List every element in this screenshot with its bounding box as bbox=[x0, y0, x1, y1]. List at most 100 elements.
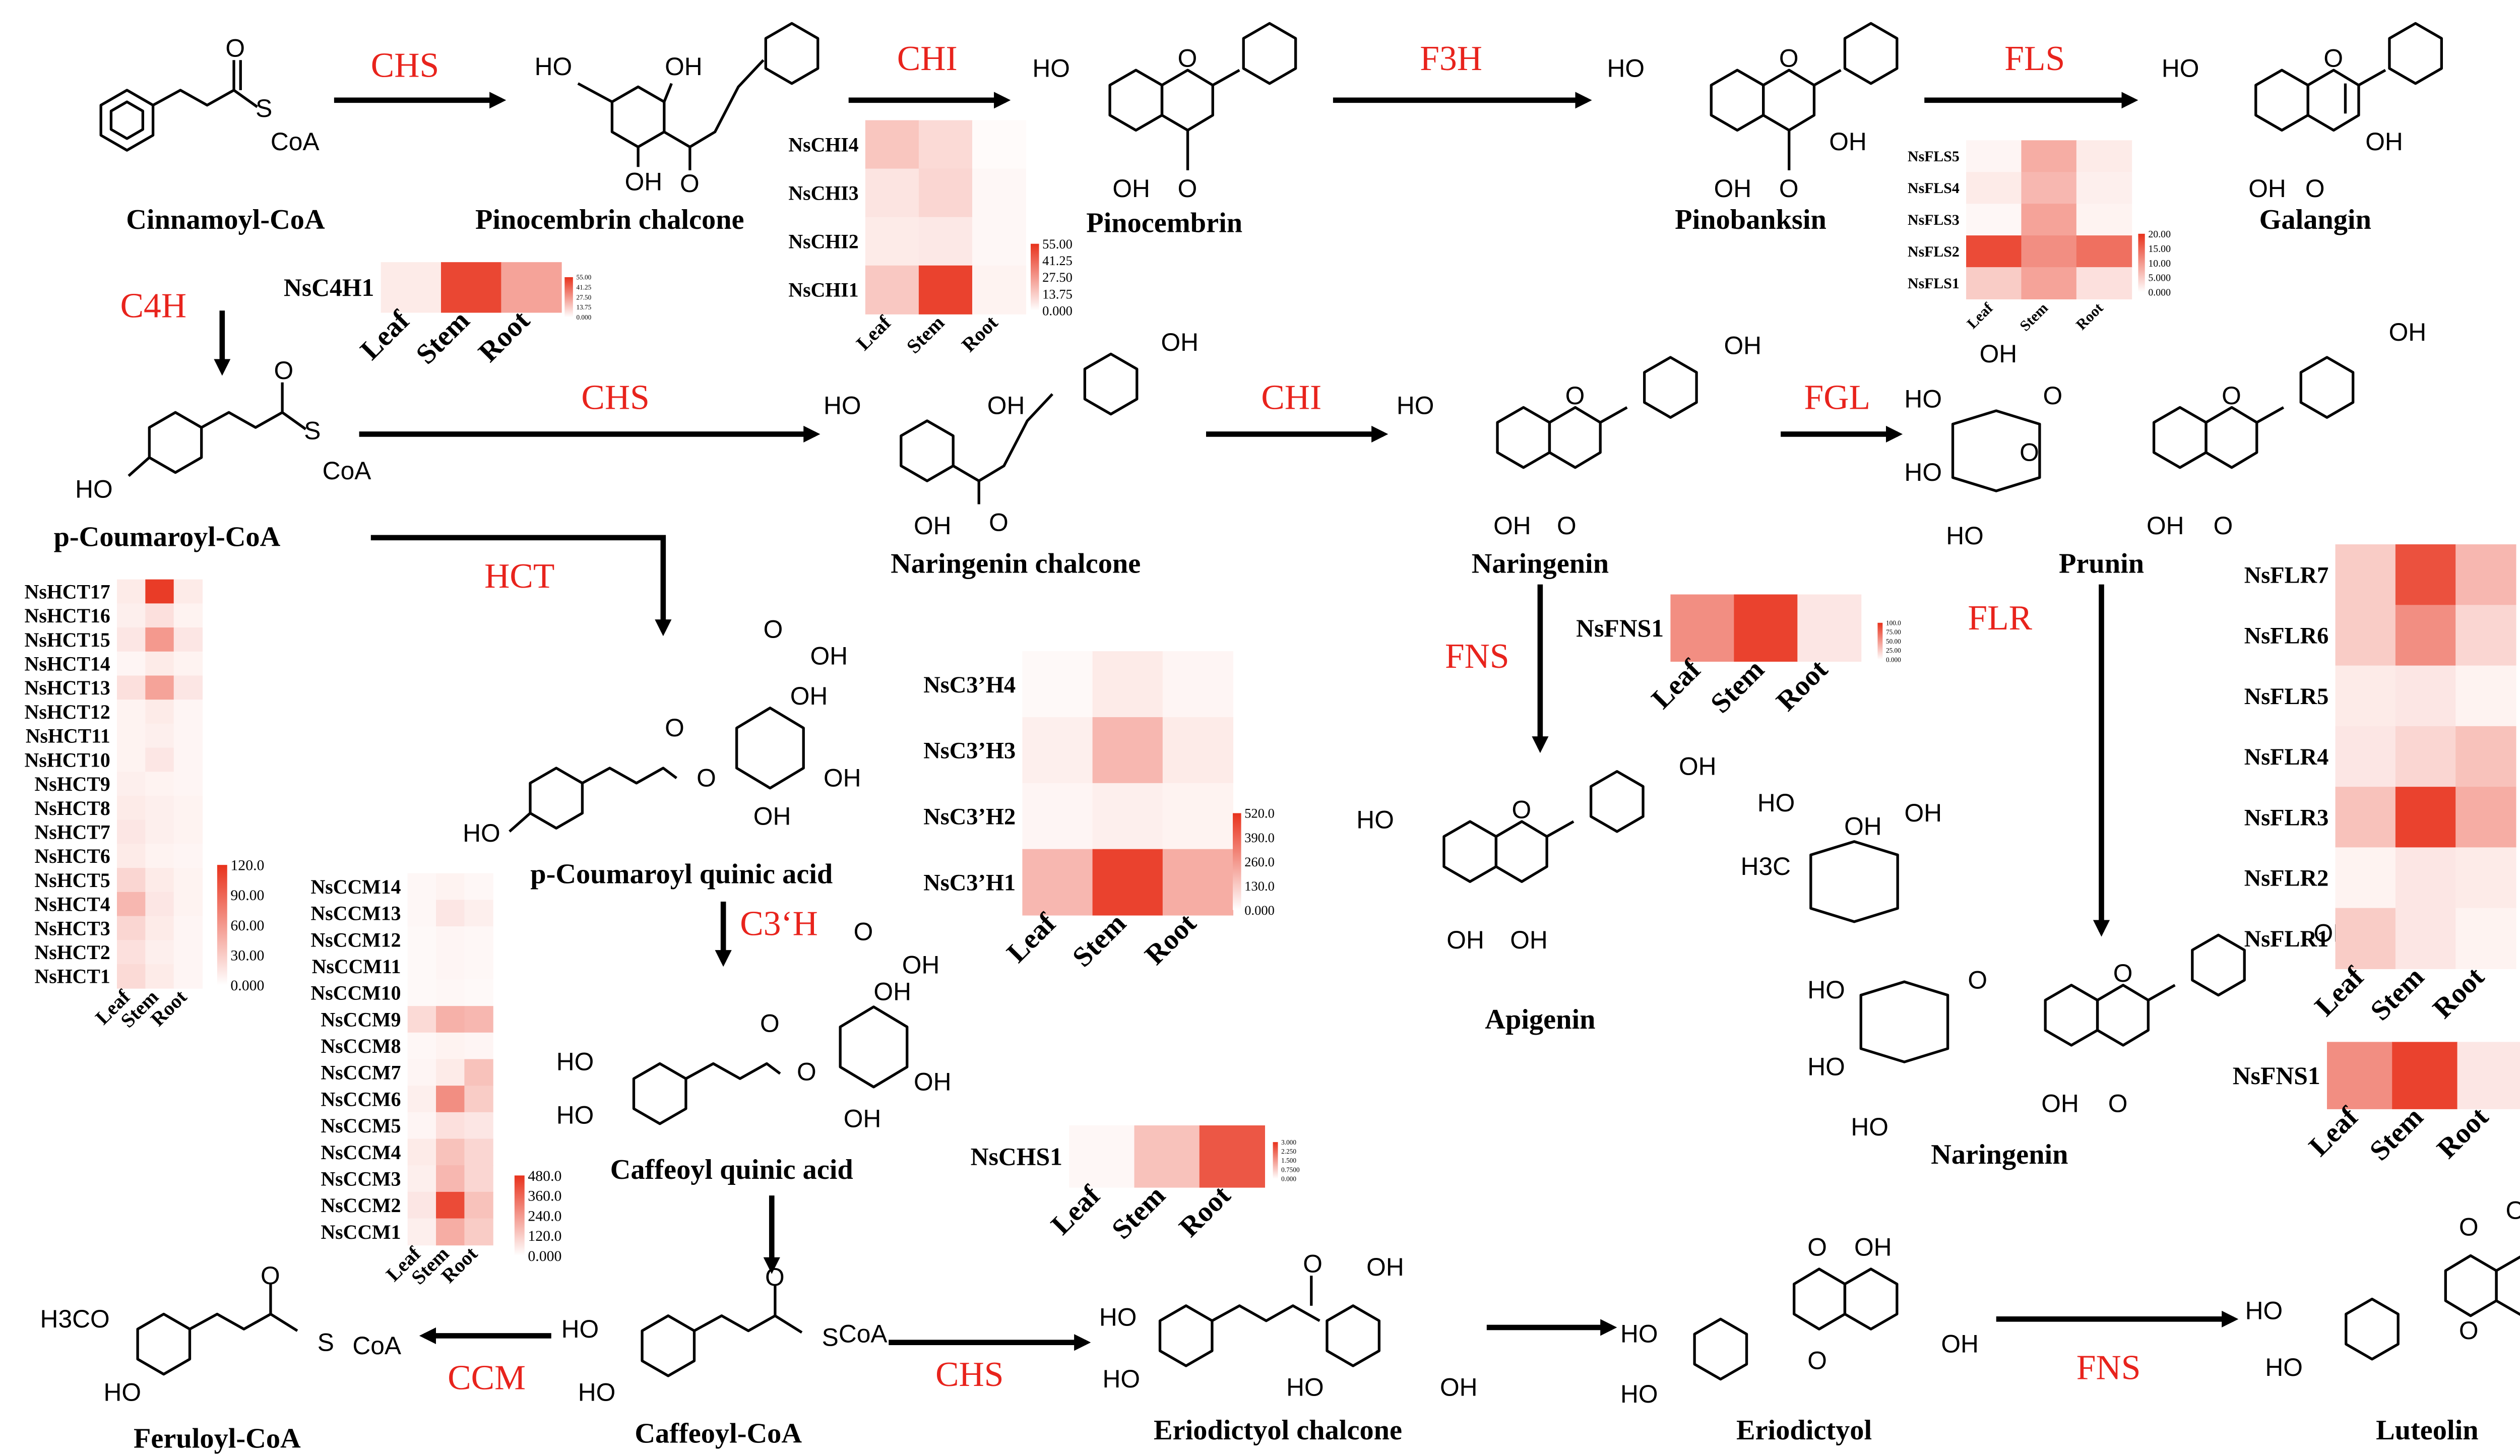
heatmap-cell bbox=[2335, 544, 2396, 606]
gene-label: NsHCT16 bbox=[25, 605, 110, 627]
enzyme-label-chs: CHS bbox=[371, 46, 439, 85]
heatmap-cell bbox=[173, 892, 203, 917]
structure-p-coumaroyl-coa: HO O S CoA bbox=[75, 356, 371, 503]
gene-label: NsHCT17 bbox=[25, 581, 110, 603]
heatmap-cell bbox=[2395, 847, 2456, 909]
heatmap-cell bbox=[436, 900, 465, 927]
heatmap-cell bbox=[2335, 908, 2396, 969]
atom-o: O bbox=[1512, 795, 1532, 824]
atom-o: O bbox=[261, 1261, 280, 1290]
heatmap-c4h: NsC4H1LeafStemRoot55.0041.2527.5013.750.… bbox=[284, 262, 592, 370]
heatmap-cell bbox=[1797, 594, 1862, 662]
heatmap-cell bbox=[2021, 140, 2077, 173]
heatmap-cell bbox=[1092, 849, 1163, 916]
tissue-label: Leaf bbox=[1001, 907, 1062, 969]
heatmap-cell bbox=[2335, 726, 2396, 788]
atom-o: O bbox=[225, 34, 245, 62]
heatmap-cell bbox=[173, 796, 203, 820]
enzyme-label-c4h: C4H bbox=[120, 286, 186, 325]
color-scale-tick: 55.00 bbox=[1042, 236, 1073, 251]
heatmap-cell bbox=[117, 627, 146, 652]
gene-label: NsFLR2 bbox=[2244, 866, 2329, 892]
heatmap-cell bbox=[117, 844, 146, 869]
heatmap-cell bbox=[1162, 651, 1234, 718]
heatmap-cell bbox=[145, 747, 174, 773]
gene-label: NsC3’H3 bbox=[923, 738, 1016, 764]
atom-ho: HO bbox=[2245, 1296, 2283, 1324]
heatmap-cell bbox=[145, 675, 174, 701]
heatmap-cell bbox=[145, 700, 174, 724]
gene-label: NsHCT7 bbox=[35, 821, 110, 843]
heatmap-cell bbox=[436, 1059, 465, 1087]
atom-o: O bbox=[1178, 44, 1198, 73]
enzyme-label-fls: FLS bbox=[2004, 39, 2065, 78]
heatmap-cell bbox=[972, 217, 1027, 266]
structure-eriodictyol-chalcone: HO HO O OH HO OH bbox=[1099, 1250, 1478, 1402]
atom-o: O bbox=[2020, 438, 2039, 466]
color-scale-tick: 0.000 bbox=[230, 977, 264, 994]
compound-name-p-coumaroyl-coa: p-Coumaroyl-CoA bbox=[54, 521, 281, 552]
tissue-label: Root bbox=[957, 311, 1002, 356]
atom-o: O bbox=[2459, 1316, 2479, 1345]
atom-ho: HO bbox=[578, 1378, 616, 1407]
heatmap-cell bbox=[2076, 204, 2132, 236]
atom-o: O bbox=[1807, 1347, 1827, 1375]
heatmap-cell bbox=[407, 900, 437, 927]
heatmap-cell bbox=[1162, 849, 1234, 916]
heatmap-cell bbox=[865, 217, 919, 266]
heatmap-cell bbox=[436, 979, 465, 1007]
compound-name-naringenin-glycoside: Naringenin bbox=[1931, 1139, 2068, 1170]
atom-ho: HO bbox=[1397, 392, 1434, 420]
heatmap-cell bbox=[436, 1112, 465, 1140]
atom-o: O bbox=[2459, 1213, 2479, 1241]
gene-label: NsCCM14 bbox=[311, 876, 401, 898]
heatmap-cell bbox=[972, 265, 1027, 314]
heatmap-cell bbox=[1092, 651, 1163, 718]
structure-caffeoyl-quinic-acid: HO HO O O OH OH OH OH O bbox=[556, 917, 952, 1132]
gene-label: NsHCT5 bbox=[35, 869, 110, 892]
atom-s: S bbox=[822, 1323, 839, 1351]
tissue-label: Leaf bbox=[2303, 1101, 2365, 1162]
atom-ho: HO bbox=[556, 1101, 594, 1129]
atom-o: O bbox=[1303, 1250, 1322, 1278]
structure-cinnamoyl-coa: O S CoA bbox=[99, 34, 320, 156]
color-scale-tick: 0.000 bbox=[1042, 303, 1073, 319]
heatmap-cell bbox=[1966, 172, 2022, 205]
structure-galangin: O HO OH O OH bbox=[2162, 22, 2443, 203]
atom-ho: HO bbox=[1286, 1373, 1324, 1402]
structure-naringenin: O HO OH O OH bbox=[1397, 331, 1761, 540]
heatmap-cell bbox=[173, 844, 203, 869]
color-scale-tick: 13.75 bbox=[576, 303, 591, 311]
color-scale-tick: 1.500 bbox=[1281, 1157, 1296, 1164]
heatmap-cell bbox=[2021, 235, 2077, 268]
atom-ho: HO bbox=[535, 52, 573, 81]
gene-label: NsCHI1 bbox=[788, 279, 858, 301]
heatmap-cell bbox=[145, 796, 174, 820]
heatmap-cell bbox=[145, 772, 174, 797]
gene-label: NsFLR3 bbox=[2244, 805, 2329, 831]
heatmap-cell bbox=[117, 723, 146, 748]
heatmap-cell bbox=[117, 796, 146, 820]
heatmap-cell bbox=[2455, 665, 2516, 727]
atom-ho: HO bbox=[2265, 1353, 2303, 1381]
heatmap-cell bbox=[173, 603, 203, 628]
heatmap-cell bbox=[407, 1165, 437, 1192]
heatmap-cell bbox=[1162, 783, 1234, 850]
heatmap-cell bbox=[464, 1059, 493, 1087]
gene-label: NsHCT15 bbox=[25, 629, 110, 651]
atom-ho: HO bbox=[1356, 805, 1394, 834]
atom-oh: OH bbox=[1941, 1330, 1979, 1358]
color-scale-tick: 55.00 bbox=[576, 274, 591, 281]
color-scale-tick: 30.00 bbox=[230, 947, 264, 964]
atom-o: O bbox=[274, 356, 294, 385]
atom-oh: OH bbox=[2041, 1090, 2079, 1118]
compound-name-caffeoyl-quinic-acid: Caffeoyl quinic acid bbox=[610, 1154, 853, 1185]
heatmap-cell bbox=[2076, 235, 2132, 268]
compound-name-pinocembrin: Pinocembrin bbox=[1086, 208, 1242, 239]
heatmap-cell bbox=[145, 723, 174, 748]
gene-label: NsHCT2 bbox=[35, 941, 110, 964]
atom-oh: OH bbox=[1366, 1253, 1404, 1281]
atom-ho: HO bbox=[1757, 789, 1795, 817]
color-scale-tick: 120.0 bbox=[230, 857, 264, 874]
